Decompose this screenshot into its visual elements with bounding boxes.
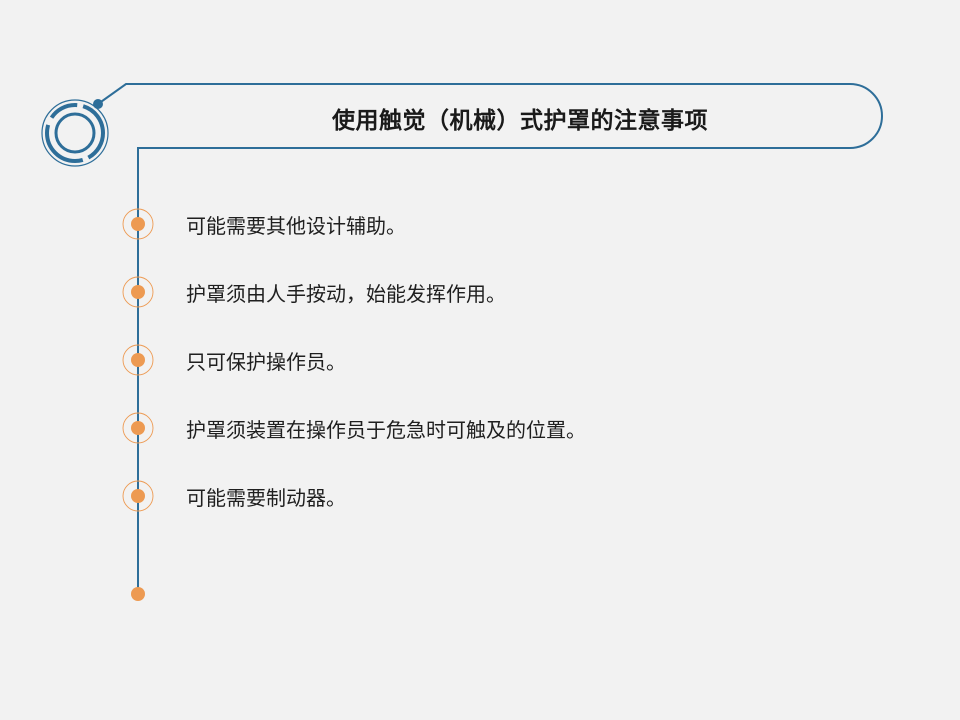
list-item: 可能需要其他设计辅助。 [186,213,406,238]
list-item: 只可保护操作员。 [186,349,346,374]
bullet-marker [122,344,154,376]
slide-title: 使用触觉（机械）式护罩的注意事项 [332,108,708,134]
bullet-marker [122,480,154,512]
timeline-end-dot [131,587,145,601]
list-item: 护罩须装置在操作员于危急时可触及的位置。 [186,417,586,442]
bullet-marker [122,208,154,240]
list-item: 护罩须由人手按动，始能发挥作用。 [186,281,506,306]
bullet-markers [122,208,154,512]
bullet-marker [122,276,154,308]
title-frame-line [97,83,883,594]
bullet-marker [122,412,154,444]
ring-logo-icon [41,99,109,167]
list-item: 可能需要制动器。 [186,485,346,510]
